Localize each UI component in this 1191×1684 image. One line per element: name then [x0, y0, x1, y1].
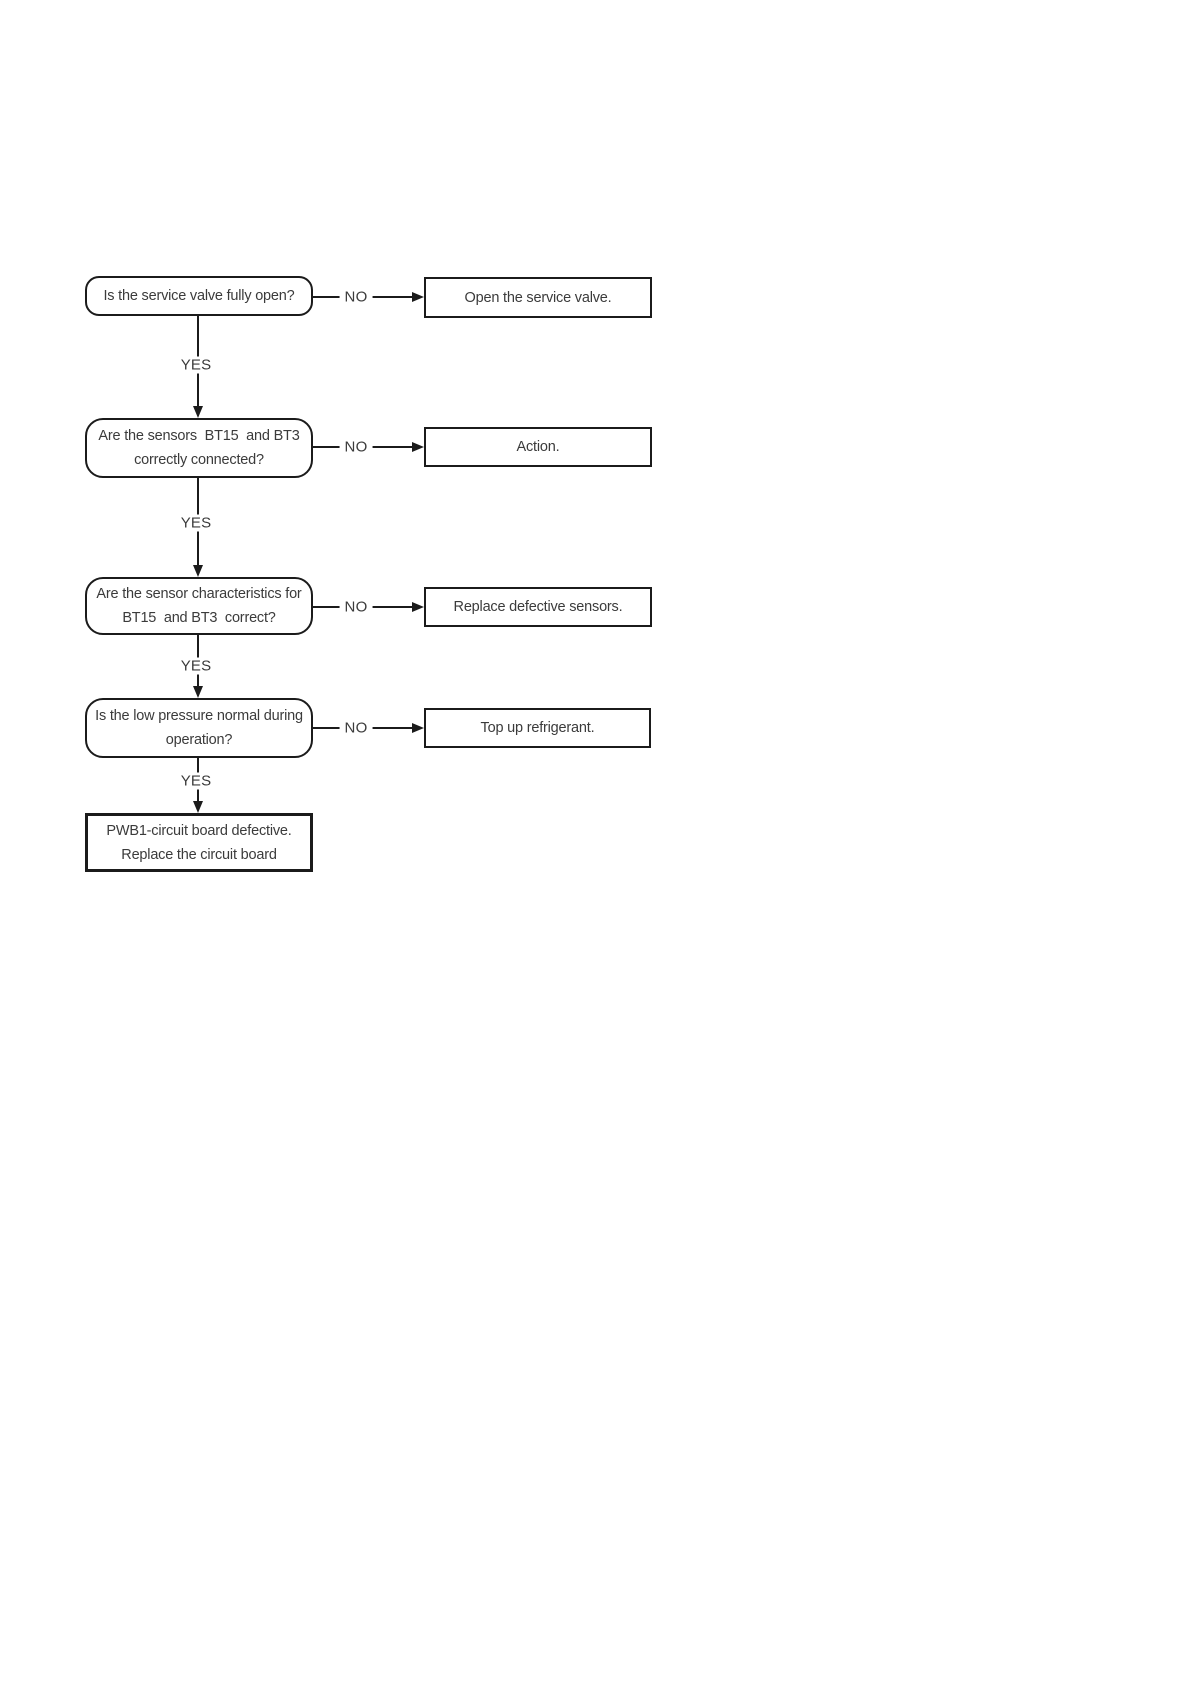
action-text: Top up refrigerant.	[480, 720, 595, 736]
decision-box-sensor-characteristics: Are the sensor characteristics for BT15 …	[85, 577, 313, 635]
arrow-down-icon	[193, 406, 203, 418]
conclusion-box-pwb1-defective: PWB1-circuit board defective. Replace th…	[85, 813, 313, 872]
arrow-down-icon	[193, 801, 203, 813]
yes-label-3: YES	[175, 657, 217, 675]
arrow-right-icon	[412, 292, 424, 302]
arrow-down-icon	[193, 565, 203, 577]
yes-label-1: YES	[175, 356, 217, 374]
action-text: Action.	[516, 439, 560, 455]
decision-text: BT15 and BT3 correct?	[122, 610, 276, 626]
decision-text: Are the sensor characteristics for	[96, 586, 302, 602]
action-box-top-up-refrigerant: Top up refrigerant.	[424, 708, 651, 748]
yes-label-2: YES	[175, 514, 217, 532]
conclusion-text: PWB1-circuit board defective.	[106, 822, 292, 839]
decision-box-sensors-connected: Are the sensors BT15 and BT3 correctly c…	[85, 418, 313, 478]
no-label-4: NO	[339, 719, 373, 737]
conclusion-text: Replace the circuit board	[121, 846, 277, 863]
no-label-2: NO	[339, 438, 373, 456]
decision-text: operation?	[165, 732, 233, 748]
decision-box-service-valve: Is the service valve fully open?	[85, 276, 313, 316]
arrow-right-icon	[412, 442, 424, 452]
decision-box-low-pressure: Is the low pressure normal during operat…	[85, 698, 313, 758]
decision-text: Is the service valve fully open?	[103, 288, 295, 304]
arrow-down-icon	[193, 686, 203, 698]
no-label-1: NO	[339, 288, 373, 306]
decision-text: Are the sensors BT15 and BT3	[98, 428, 300, 444]
action-box-open-valve: Open the service valve.	[424, 277, 652, 318]
action-text: Open the service valve.	[464, 289, 612, 306]
yes-label-4: YES	[175, 772, 217, 790]
action-text: Replace defective sensors.	[453, 599, 623, 615]
action-box-replace-sensors: Replace defective sensors.	[424, 587, 652, 627]
no-label-3: NO	[339, 598, 373, 616]
decision-text: Is the low pressure normal during	[95, 708, 303, 724]
action-box-action: Action.	[424, 427, 652, 467]
arrow-right-icon	[412, 602, 424, 612]
arrow-right-icon	[412, 723, 424, 733]
decision-text: correctly connected?	[134, 452, 264, 468]
